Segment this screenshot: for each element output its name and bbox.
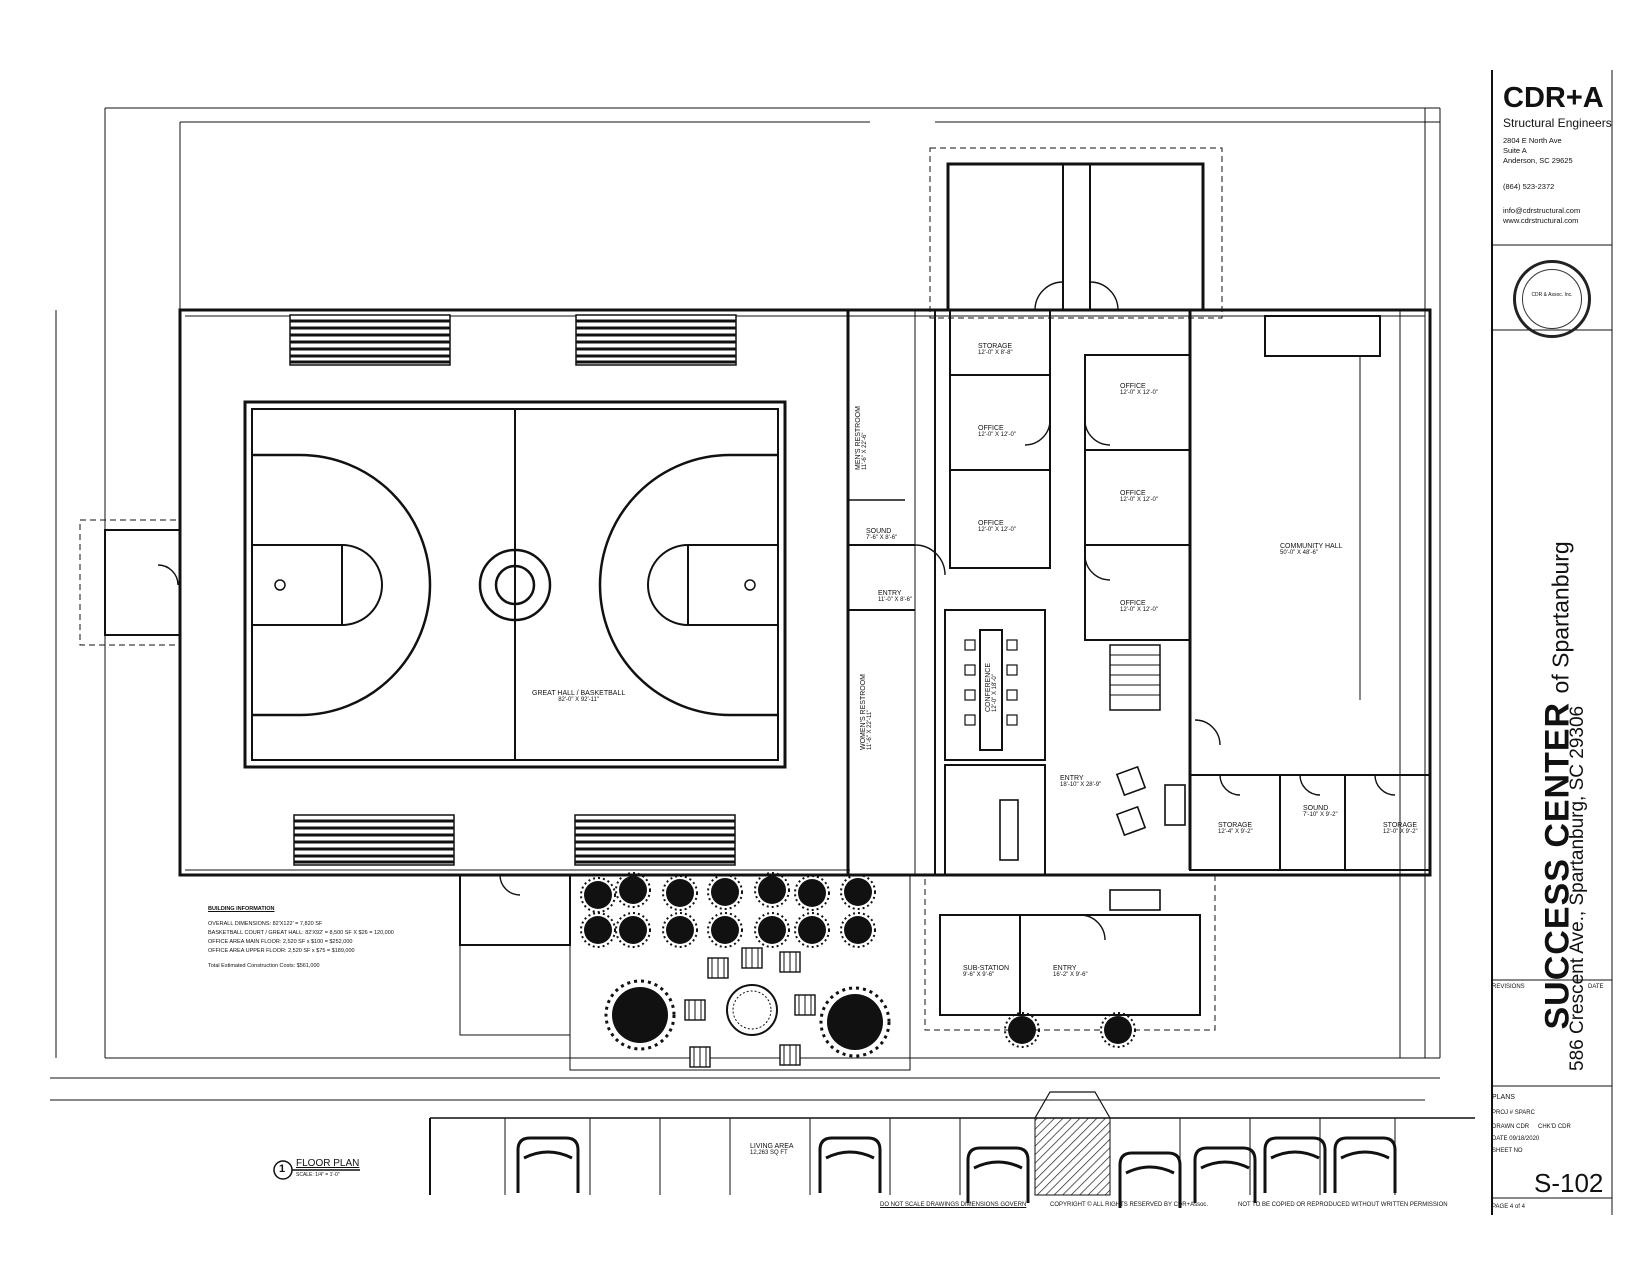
page-number: PAGE 4 of 4 — [1492, 1204, 1525, 1210]
sheet-number: S-102 — [1534, 1168, 1604, 1198]
conference-table — [964, 629, 1018, 751]
parked-cars — [516, 1136, 1397, 1210]
project-address: 586 Crescent Ave., Spartanburg, SC 29306 — [1567, 705, 1588, 1071]
revisions-date-label: DATE — [1588, 984, 1604, 990]
firm-address: 2804 E North Ave Suite A Anderson, SC 29… — [1503, 136, 1573, 165]
drawing-title-marker — [273, 1160, 360, 1180]
engineer-seal-text: CDR & Assoc. Inc. — [1522, 269, 1582, 329]
footer-note-scale: DO NOT SCALE DRAWINGS DIMENSIONS GOVERN — [880, 1202, 1027, 1208]
firm-phone: (864) 523-2372 — [1503, 182, 1555, 191]
engineer-seal: CDR & Assoc. Inc. — [1513, 260, 1591, 338]
drawn-by: DRAWN CDR — [1492, 1124, 1530, 1130]
footer-note-copyright: COPYRIGHT © ALL RIGHTS RESERVED BY CDR+A… — [1050, 1202, 1209, 1208]
revisions-label: REVISIONS — [1492, 984, 1525, 990]
footer-note-permission: NOT TO BE COPIED OR REPRODUCED WITHOUT W… — [1238, 1202, 1448, 1208]
parking-lot — [50, 1077, 1475, 1196]
basketball-court — [243, 400, 787, 769]
firm-subtitle: Structural Engineers — [1503, 116, 1612, 130]
building-info-note: BUILDING INFORMATION OVERALL DIMENSIONS:… — [208, 906, 394, 969]
patio-fire-pit — [684, 947, 816, 1068]
sheet-no-label: SHEET NO — [1492, 1148, 1523, 1154]
building-walls — [79, 147, 1432, 1071]
drawing-date: DATE 09/18/2020 — [1492, 1136, 1540, 1142]
landscape-trees — [580, 872, 1136, 1058]
plans-label: PLANS — [1492, 1094, 1515, 1101]
firm-contact: info@cdrstructural.com www.cdrstructural… — [1503, 206, 1581, 225]
doors — [157, 281, 1396, 941]
drawing-title: FLOOR PLAN — [296, 1158, 360, 1169]
title-block-frame — [1491, 70, 1613, 1215]
firm-name: CDR+A — [1503, 82, 1604, 114]
community-hall-stage — [1264, 315, 1381, 700]
drawing-number: 1 — [279, 1163, 286, 1175]
title-block: CDR+A Structural Engineers 2804 E North … — [1488, 70, 1618, 1215]
bleachers — [288, 313, 738, 867]
dimension-lines — [55, 107, 1441, 1079]
checked-by: CHK'D CDR — [1538, 1124, 1571, 1130]
drawing-scale: SCALE: 1/4" = 1'-0" — [296, 1172, 340, 1178]
project-number: PROJ # SPARC — [1492, 1110, 1535, 1116]
entry-furniture — [999, 765, 1186, 911]
